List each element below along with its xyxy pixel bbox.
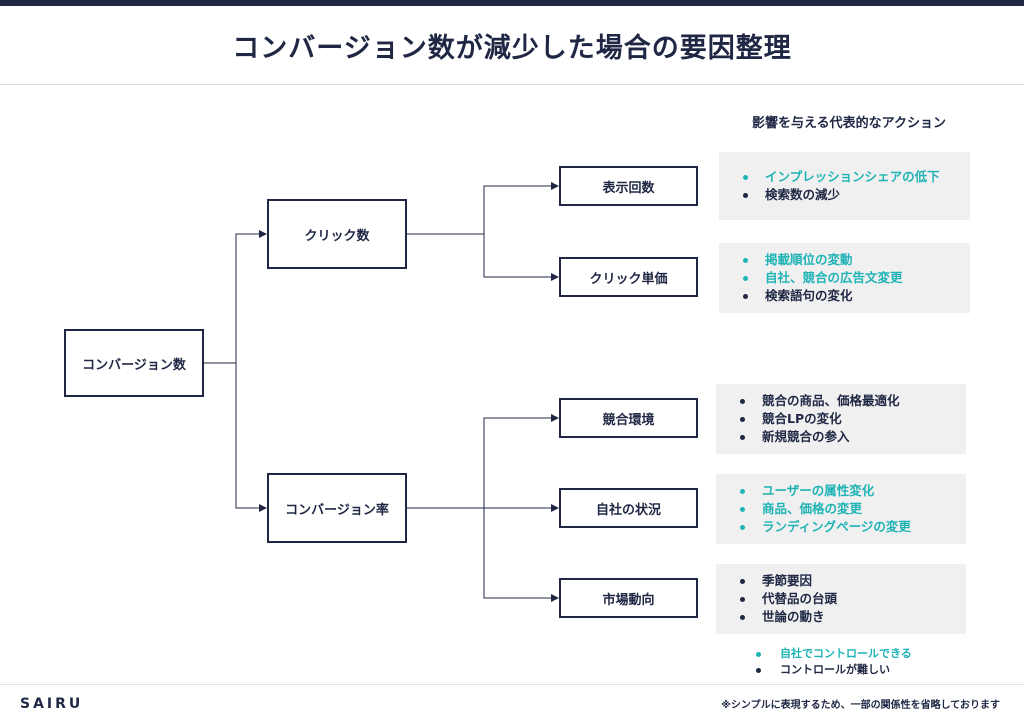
connector-root-clicks <box>204 230 267 364</box>
action-item: 競合LPの変化 <box>734 410 956 428</box>
node-cpc: クリック単価 <box>559 257 698 297</box>
actions-panel-competition: 競合の商品、価格最適化 競合LPの変化 新規競合の参入 <box>716 384 966 454</box>
node-own-situation: 自社の状況 <box>559 488 698 528</box>
node-market-trend: 市場動向 <box>559 578 698 618</box>
legend: 自社でコントロールできる コントロールが難しい <box>750 646 980 678</box>
action-item: 競合の商品、価格最適化 <box>734 392 956 410</box>
footnote: ※シンプルに表現するため、一部の関係性を省略しております <box>721 700 1000 711</box>
connector-cvr-competition <box>407 414 559 509</box>
node-competition: 競合環境 <box>559 398 698 438</box>
title-divider <box>0 84 1024 85</box>
action-item: インプレッションシェアの低下 <box>737 168 960 186</box>
footer-divider <box>0 684 1024 685</box>
node-conversions: コンバージョン数 <box>64 329 204 397</box>
brand-logo: SAIRU <box>20 696 84 712</box>
connector-root-cvr <box>235 363 267 512</box>
actions-panel-impressions: インプレッションシェアの低下 検索数の減少 <box>719 152 970 220</box>
action-item: 検索語句の変化 <box>737 287 960 305</box>
action-item: 検索数の減少 <box>737 186 960 204</box>
connector-cvr-market <box>483 508 559 602</box>
actions-panel-market: 季節要因 代替品の台頭 世論の動き <box>716 564 966 634</box>
action-item: ユーザーの属性変化 <box>734 482 956 500</box>
node-impressions: 表示回数 <box>559 166 698 206</box>
action-item: 季節要因 <box>734 572 956 590</box>
legend-not-controllable: コントロールが難しい <box>750 662 980 678</box>
action-item: 代替品の台頭 <box>734 590 956 608</box>
action-item: 自社、競合の広告文変更 <box>737 269 960 287</box>
action-item: 新規競合の参入 <box>734 428 956 446</box>
action-item: 世論の動き <box>734 608 956 626</box>
top-bar <box>0 0 1024 6</box>
actions-heading: 影響を与える代表的なアクション <box>752 116 946 131</box>
node-clicks: クリック数 <box>267 199 407 269</box>
connector-clicks-cpc <box>483 234 559 281</box>
actions-panel-own-situation: ユーザーの属性変化 商品、価格の変更 ランディングページの変更 <box>716 474 966 544</box>
legend-controllable: 自社でコントロールできる <box>750 646 980 662</box>
page-title: コンバージョン数が減少した場合の要因整理 <box>232 33 792 64</box>
action-item: 掲載順位の変動 <box>737 251 960 269</box>
action-item: 商品、価格の変更 <box>734 500 956 518</box>
actions-panel-cpc: 掲載順位の変動 自社、競合の広告文変更 検索語句の変化 <box>719 243 970 313</box>
action-item: ランディングページの変更 <box>734 518 956 536</box>
connector-clicks-impressions <box>407 182 559 235</box>
node-conversion-rate: コンバージョン率 <box>267 473 407 543</box>
